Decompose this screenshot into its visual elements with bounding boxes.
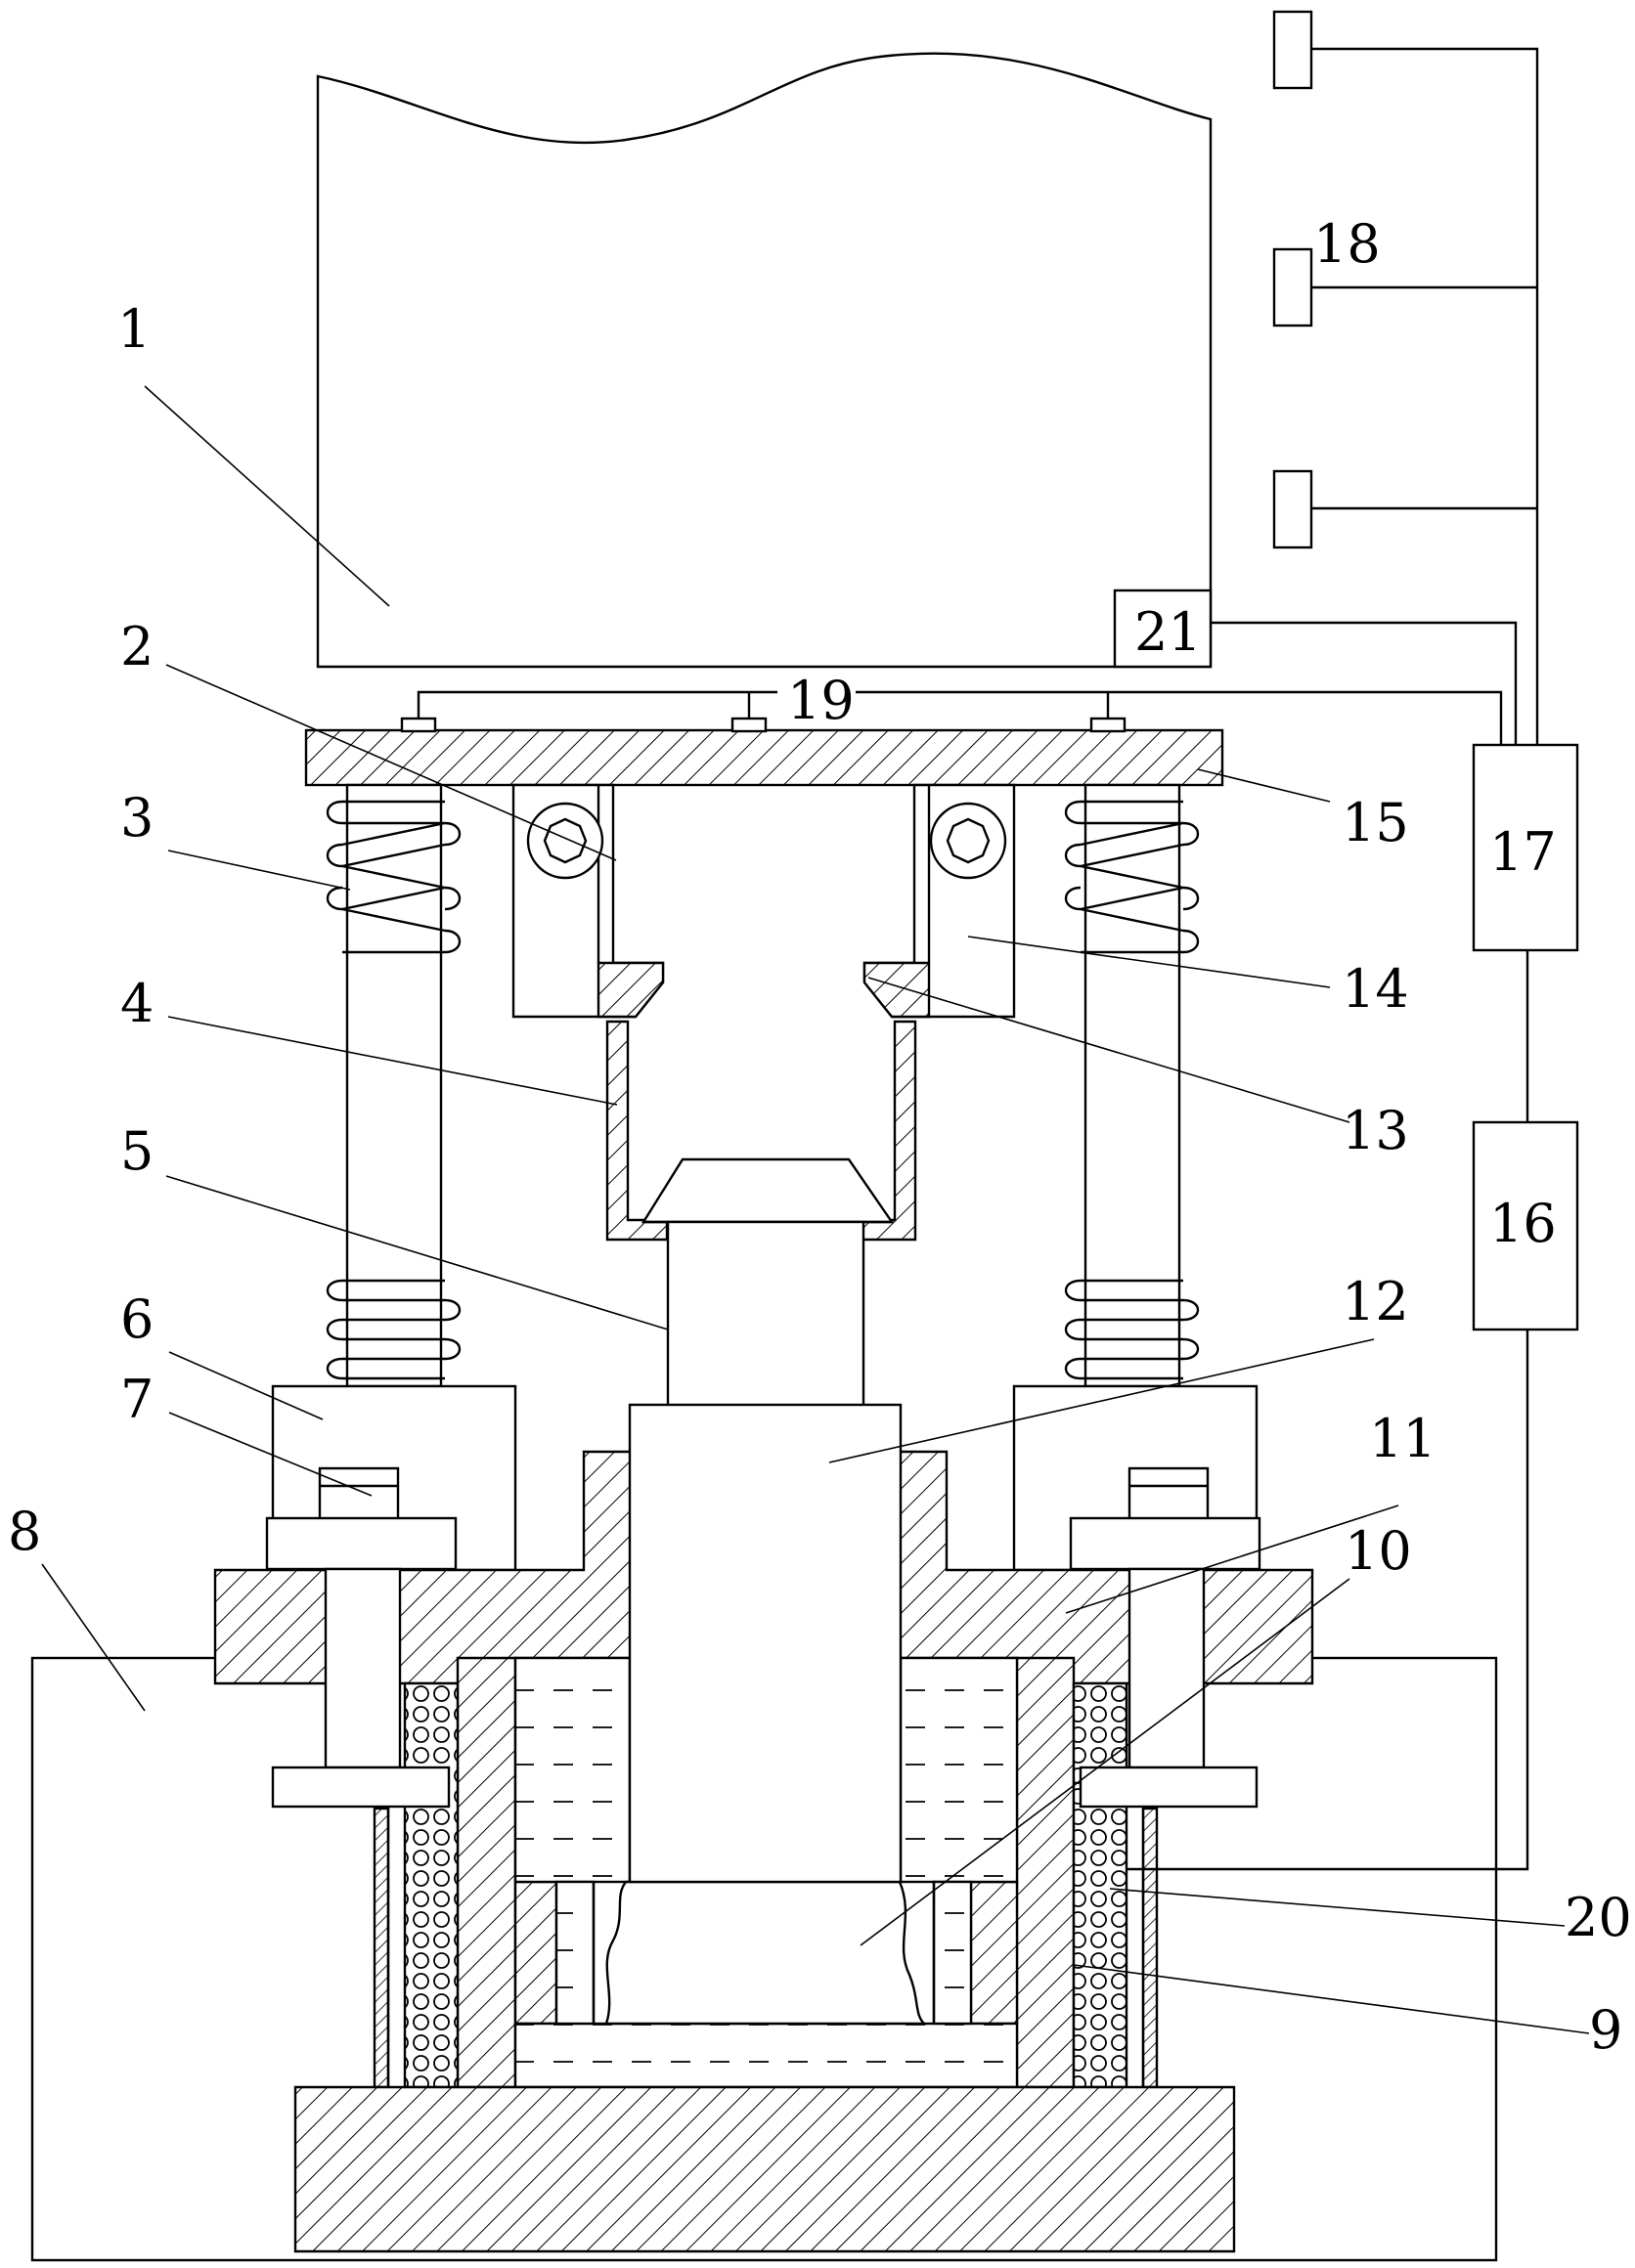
conical-head (643, 1159, 892, 1222)
label-9: 9 (1589, 1999, 1622, 2061)
label-16: 16 (1489, 1193, 1557, 1254)
inner-sleeve-right (971, 1882, 1017, 2024)
fluid-bottom (515, 2024, 1017, 2087)
guide-rod-right (1085, 785, 1179, 1386)
label-5: 5 (120, 1120, 154, 1182)
base-block (295, 2087, 1234, 2251)
bolt-shank-left (326, 1569, 400, 1767)
label-3: 3 (120, 787, 154, 849)
label-18: 18 (1313, 213, 1381, 275)
label-4: 4 (120, 973, 154, 1034)
inner-sleeve-left (515, 1882, 556, 2024)
label-17: 17 (1489, 821, 1557, 883)
wire-21 (1211, 623, 1516, 745)
label-2: 2 (120, 616, 154, 677)
fluid-upper-right (901, 1658, 1017, 1882)
clamp-jaw-right (864, 963, 929, 1017)
label-11: 11 (1369, 1408, 1436, 1469)
label-21: 21 (1134, 601, 1202, 663)
coil-left (405, 1683, 458, 2087)
clamp-jaw-left (598, 963, 663, 1017)
shaft-5 (668, 1222, 863, 1406)
clamp-plate-right (1081, 1767, 1257, 1807)
pivot-2-right (931, 804, 1005, 878)
fluid-gap-right (934, 1882, 971, 2024)
sensor-19b (732, 719, 766, 731)
jacket-left (375, 1809, 388, 2087)
cylinder-wall-right (1017, 1658, 1074, 2087)
fluid-upper-left (515, 1658, 630, 1882)
coil-right (1074, 1683, 1127, 2087)
cylinder-wall-left (458, 1658, 515, 2087)
guide-rod-left (347, 785, 441, 1386)
top-plate-15 (306, 730, 1222, 785)
label-10: 10 (1345, 1520, 1412, 1582)
bolt-shank-right (1129, 1569, 1204, 1767)
sensor-19c (1091, 719, 1125, 731)
nut-left (267, 1518, 456, 1569)
clamp-plate-left (273, 1767, 449, 1807)
fluid-gap-left (556, 1882, 594, 2024)
nut-right (1071, 1518, 1259, 1569)
label-14: 14 (1342, 958, 1409, 1020)
label-1: 1 (117, 298, 151, 360)
label-8: 8 (8, 1501, 41, 1562)
label-6: 6 (120, 1288, 154, 1350)
controller-18a (1274, 12, 1311, 88)
piston-12 (630, 1405, 901, 1882)
sensor-19a (402, 719, 435, 731)
upper-body-1 (318, 54, 1211, 667)
label-15: 15 (1342, 792, 1409, 853)
label-19: 19 (787, 670, 855, 731)
label-13: 13 (1342, 1100, 1409, 1161)
label-7: 7 (120, 1369, 154, 1430)
jacket-right (1143, 1809, 1157, 2087)
label-12: 12 (1342, 1271, 1409, 1332)
controller-18c (1274, 471, 1311, 547)
cavity-10 (606, 1882, 924, 2024)
controller-18b (1274, 249, 1311, 326)
label-20: 20 (1565, 1887, 1632, 1948)
pivot-2-left (528, 804, 602, 878)
